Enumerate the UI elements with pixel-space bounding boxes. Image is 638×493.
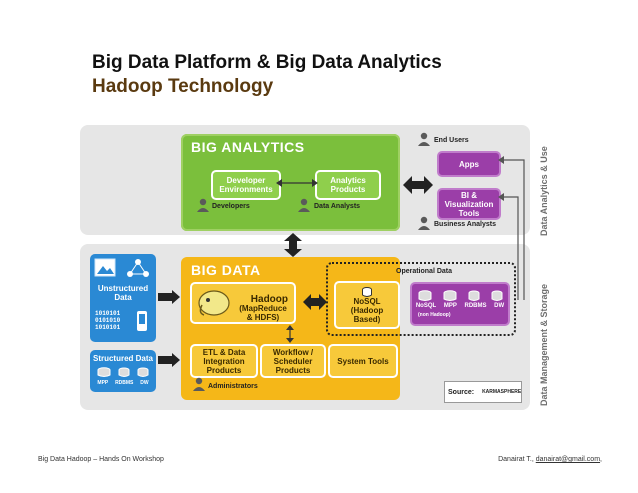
structured-data-label: Structured Data bbox=[92, 354, 153, 363]
side-label-analytics-use: Data Analytics & Use bbox=[539, 146, 549, 236]
structured-rdbms-label: RDBMS bbox=[115, 380, 134, 386]
op-nosql-sublabel: (non Hadoop) bbox=[418, 312, 451, 318]
operational-data-frame bbox=[326, 262, 516, 336]
thick-bidirectional-arrow-icon bbox=[403, 176, 433, 194]
op-rdbms-label: RDBMS bbox=[464, 303, 487, 309]
nosql-hadoop-label: NoSQL (Hadoop Based) bbox=[350, 296, 384, 324]
apps-box: Apps bbox=[437, 151, 501, 177]
op-mpp-label: MPP bbox=[443, 303, 457, 309]
source-label: Source: bbox=[448, 388, 475, 396]
op-nosql-label: NoSQL bbox=[415, 303, 437, 309]
hadoop-label: Hadoop bbox=[250, 294, 288, 305]
operational-stores-box: NoSQL MPP RDBMS DW (non Hadoop) bbox=[410, 282, 510, 326]
slide-title: Big Data Platform & Big Data Analytics bbox=[92, 52, 442, 73]
administrators-label: Administrators bbox=[208, 383, 258, 390]
rdbms-db-icon bbox=[468, 290, 479, 301]
structured-dw-icon bbox=[137, 367, 149, 377]
structured-data-panel: Structured Data MPP RDBMS DW bbox=[90, 350, 156, 392]
big-analytics-title: BIG ANALYTICS bbox=[191, 139, 305, 155]
database-icon bbox=[362, 286, 372, 297]
workflow-scheduler-box: Workflow / Scheduler Products bbox=[260, 344, 326, 378]
developer-person-icon bbox=[197, 198, 209, 212]
source-ingest-arrows bbox=[158, 290, 180, 367]
footer-end: , bbox=[600, 456, 602, 463]
developer-environments-box: Developer Environments bbox=[211, 170, 281, 200]
nosql-hadoop-box: NoSQL (Hadoop Based) bbox=[334, 281, 400, 329]
structured-mpp-icon bbox=[97, 367, 111, 377]
slide-subtitle: Hadoop Technology bbox=[92, 76, 274, 97]
etl-data-integration-box: ETL & Data Integration Products bbox=[190, 344, 258, 378]
structured-dw-label: DW bbox=[140, 380, 149, 386]
binary-data-text: 1010101 0101010 1010101 bbox=[95, 310, 121, 331]
source-logo-text: KARMASPHERE bbox=[482, 389, 522, 395]
operational-data-label: Operational Data bbox=[396, 268, 453, 275]
mobile-device-icon bbox=[137, 311, 147, 331]
mpp-db-icon bbox=[443, 290, 456, 301]
structured-mpp-label: MPP bbox=[97, 380, 109, 386]
nosql-db-icon bbox=[418, 290, 431, 301]
bi-visualization-tools-box: BI & Visualization Tools bbox=[437, 188, 501, 220]
analytics-products-box: Analytics Products bbox=[315, 170, 381, 200]
structured-rdbms-icon bbox=[118, 367, 130, 377]
unstructured-data-label: Unstructured Data bbox=[97, 284, 149, 302]
image-icon bbox=[94, 258, 116, 277]
business-analysts-person-icon bbox=[418, 216, 430, 230]
network-icon bbox=[127, 259, 149, 277]
developers-label: Developers bbox=[212, 203, 250, 210]
side-label-management-storage: Data Management & Storage bbox=[539, 283, 549, 406]
footer-left: Big Data Hadoop – Hands On Workshop bbox=[38, 456, 164, 463]
footer-email-link[interactable]: danairat@gmail.com bbox=[535, 456, 601, 463]
unstructured-data-panel: Unstructured Data 1010101 0101010 101010… bbox=[90, 254, 156, 342]
hadoop-elephant-icon bbox=[198, 290, 230, 316]
big-data-title: BIG DATA bbox=[191, 262, 261, 278]
footer-author: Danairat T., bbox=[498, 456, 534, 463]
hadoop-sublabel: (MapReduce & HDFS) bbox=[239, 304, 287, 322]
dw-db-icon bbox=[491, 290, 502, 301]
business-analysts-label: Business Analysts bbox=[434, 221, 496, 228]
footer-right: Danairat T., danairat@gmail.com, bbox=[498, 456, 602, 463]
data-analysts-label: Data Analysts bbox=[314, 203, 361, 210]
end-users-person-icon bbox=[418, 132, 430, 146]
end-users-label: End Users bbox=[434, 137, 469, 144]
system-tools-box: System Tools bbox=[328, 344, 398, 378]
bidirectional-arrow-icon bbox=[276, 179, 318, 187]
data-analyst-person-icon bbox=[298, 198, 310, 212]
source-logo-box: Source: KARMASPHERE bbox=[444, 381, 522, 403]
op-dw-label: DW bbox=[494, 303, 505, 309]
vertical-thick-arrow-icon bbox=[284, 233, 302, 257]
hadoop-tools-arrow-icon bbox=[286, 325, 294, 343]
feedback-connector-lines bbox=[498, 156, 525, 300]
hadoop-nosql-arrow-icon bbox=[303, 294, 327, 310]
administrator-person-icon bbox=[193, 377, 205, 391]
